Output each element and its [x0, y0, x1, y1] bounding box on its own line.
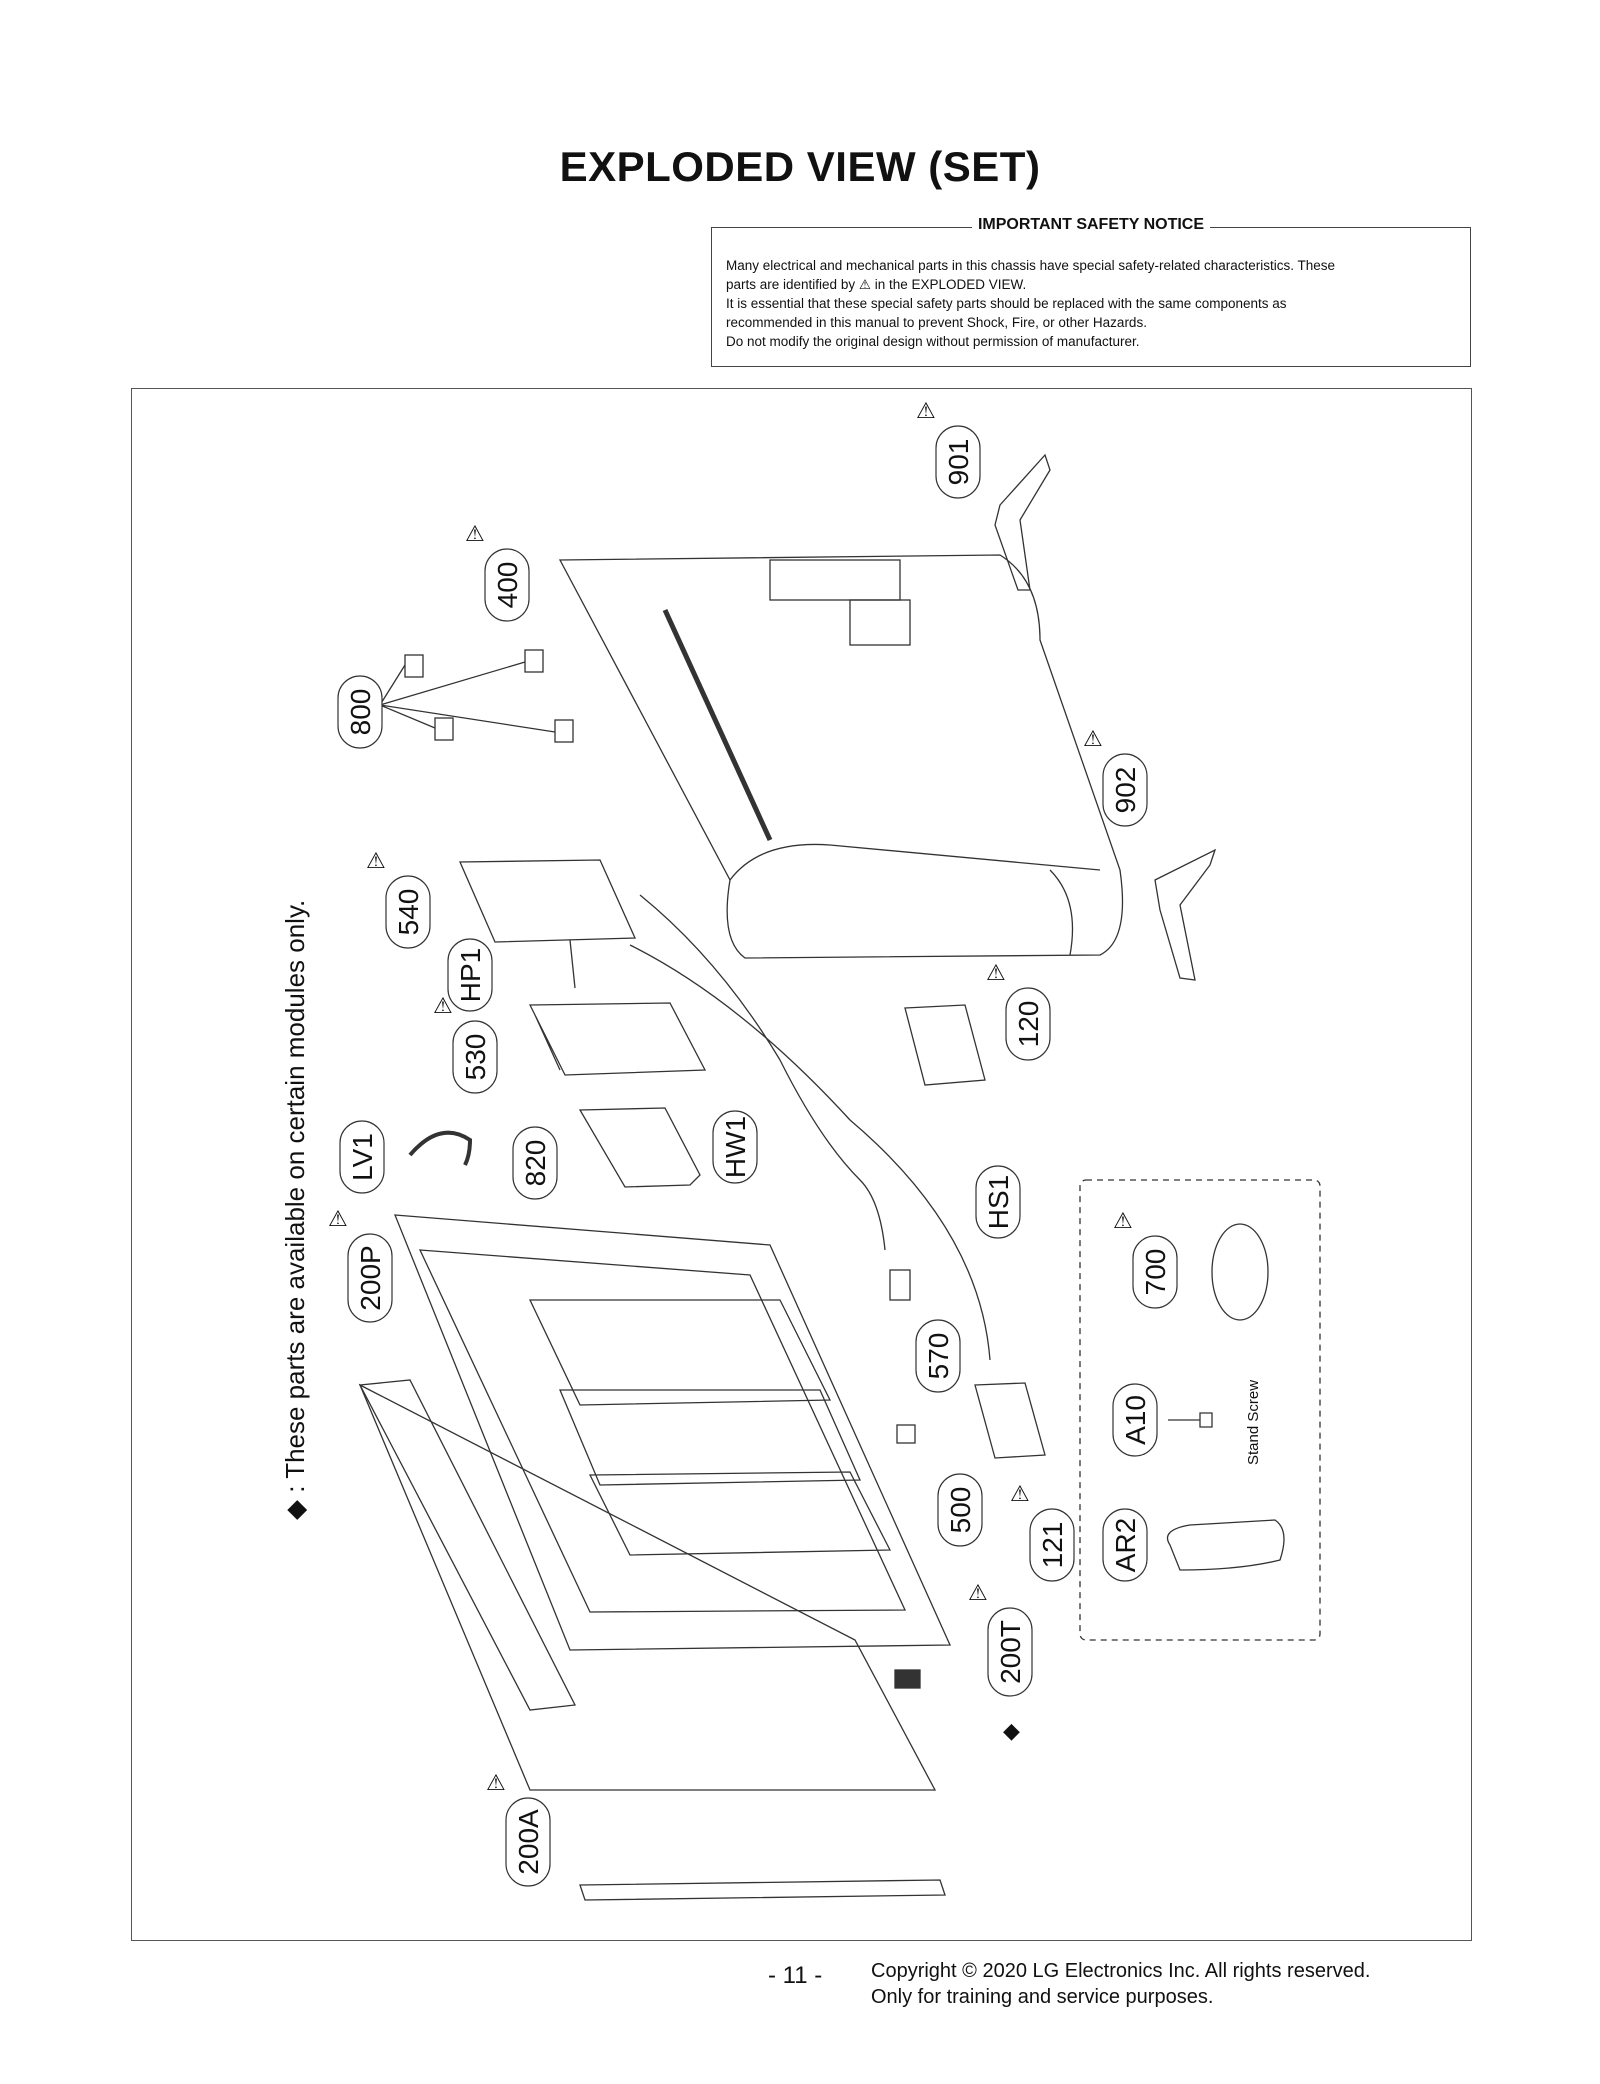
callout-400: 400 ⚠: [465, 521, 530, 622]
callout-hw1: HW1: [712, 1110, 758, 1184]
part-label: 200P: [355, 1245, 386, 1310]
speaker-bottom-drawing: [974, 1382, 1046, 1459]
warning-triangle-icon: ⚠: [1083, 726, 1103, 751]
part-label: HW1: [720, 1116, 751, 1178]
panel-drawing: [358, 1379, 577, 1711]
copyright-line-2: Only for training and service purposes.: [871, 1986, 1214, 2008]
callout-lv1: LV1: [339, 1120, 385, 1194]
stand-right-drawing: [1154, 848, 1217, 981]
part-label: 500: [945, 1487, 976, 1534]
diamond-marker-icon: ◆: [1003, 1718, 1020, 1743]
warning-triangle-icon: ⚠: [465, 521, 485, 546]
page-number: - 11 -: [768, 1962, 823, 1989]
callout-700: 700 ⚠: [1113, 1208, 1178, 1309]
callout-hs1: HS1: [975, 1165, 1021, 1239]
part-label: 120: [1013, 1001, 1044, 1048]
warning-triangle-icon: ⚠: [1010, 1481, 1030, 1506]
warning-triangle-icon: ⚠: [366, 848, 386, 873]
hw1-cable-drawing: [639, 894, 886, 1251]
warning-triangle-icon: ⚠: [986, 960, 1006, 985]
callout-200a: 200A ⚠: [486, 1770, 551, 1887]
notice-line-4: recommended in this manual to prevent Sh…: [726, 315, 1147, 330]
part-label: 400: [492, 562, 523, 609]
callout-530: 530 ⚠: [433, 993, 498, 1094]
part-label: 570: [923, 1333, 954, 1380]
part-label: 200A: [513, 1809, 544, 1875]
notice-line-1: Many electrical and mechanical parts in …: [726, 258, 1336, 273]
safety-notice-box: IMPORTANT SAFETY NOTICE Many electrical …: [711, 216, 1471, 367]
callout-200p: 200P ⚠: [328, 1206, 393, 1323]
callout-hp1: HP1: [447, 938, 493, 1012]
hp1-cable-drawing: [569, 939, 576, 989]
part-label: LV1: [347, 1133, 378, 1181]
callout-902: 902 ⚠: [1083, 726, 1148, 827]
warning-triangle-icon: ⚠: [486, 1770, 506, 1795]
part-label: 700: [1140, 1249, 1171, 1296]
remote-control-drawing: [1166, 1519, 1285, 1571]
callout-820: 820: [512, 1126, 558, 1200]
part-label: 530: [460, 1034, 491, 1081]
notice-line-2a: parts are identified by: [726, 277, 856, 292]
stand-screw-label: Stand Screw: [1245, 1380, 1262, 1465]
notice-line-5: Do not modify the original design withou…: [726, 334, 1140, 349]
warning-triangle-icon: ⚠: [968, 1580, 988, 1605]
callout-a10: A10: [1112, 1383, 1158, 1457]
panel-outline-drawing: [358, 1383, 937, 1791]
callout-121: 121 ⚠: [1010, 1481, 1075, 1582]
back-cover-drawing: [558, 554, 1124, 959]
page-title: EXPLODED VIEW (SET): [559, 143, 1041, 190]
part-label: AR2: [1110, 1518, 1141, 1572]
insulator-sheet-drawing: [578, 1107, 701, 1188]
warning-triangle-icon: ⚠: [1113, 1208, 1133, 1233]
diagram-frame: [131, 388, 1472, 1941]
callout-120: 120 ⚠: [986, 960, 1051, 1061]
part-label: 200T: [995, 1620, 1026, 1684]
callout-200t: 200T ⚠: [968, 1580, 1033, 1697]
speaker-top-drawing: [904, 1004, 986, 1086]
warning-triangle-icon: ⚠: [433, 993, 453, 1018]
main-board-drawing: [459, 859, 636, 943]
part-label: HP1: [455, 948, 486, 1002]
callout-ar2: AR2: [1102, 1508, 1148, 1582]
callout-570: 570: [915, 1319, 961, 1393]
ir-board-drawing: [889, 1269, 911, 1301]
notice-line-2: parts are identified by ⚠ in the EXPLODE…: [726, 275, 1456, 294]
power-cord-drawing: [1211, 1223, 1269, 1321]
safety-notice-body: Many electrical and mechanical parts in …: [726, 256, 1456, 351]
part-label: 820: [520, 1140, 551, 1187]
callout-901: 901 ⚠: [916, 398, 981, 499]
callout-800: 800: [337, 675, 383, 749]
copyright: Copyright © 2020 LG Electronics Inc. All…: [871, 1958, 1370, 2010]
lv1-cable-drawing: [408, 1130, 473, 1166]
warning-triangle-icon: ⚠: [328, 1206, 348, 1231]
button-board-drawing: [896, 1424, 916, 1444]
hs1-cable-drawing: [629, 944, 991, 1361]
callout-540: 540 ⚠: [366, 848, 431, 949]
side-note: ◆ : These parts are available on certain…: [280, 899, 310, 1520]
warning-triangle-icon: ⚠: [858, 277, 871, 292]
safety-notice-heading: IMPORTANT SAFETY NOTICE: [971, 216, 1211, 233]
power-board-drawing: [528, 1002, 707, 1076]
part-label: 800: [345, 689, 376, 736]
stand-left-drawing: [994, 453, 1051, 591]
part-label: 121: [1037, 1522, 1068, 1569]
part-label: A10: [1120, 1395, 1151, 1445]
wall-brackets-drawing: [379, 649, 574, 743]
bottom-bar-drawing: [579, 1879, 946, 1901]
stand-screw-drawing: [1168, 1412, 1213, 1428]
part-label: 901: [943, 439, 974, 486]
part-label: HS1: [983, 1175, 1014, 1229]
panel-label-drawing: [894, 1669, 921, 1689]
warning-triangle-icon: ⚠: [916, 398, 936, 423]
notice-line-3: It is essential that these special safet…: [726, 296, 1287, 311]
notice-line-2b: in the EXPLODED VIEW.: [874, 277, 1027, 292]
callout-500: 500: [937, 1473, 983, 1547]
part-label: 540: [393, 889, 424, 936]
accessory-box: [1079, 1179, 1321, 1641]
copyright-line-1: Copyright © 2020 LG Electronics Inc. All…: [871, 1960, 1371, 1982]
part-label: 902: [1110, 767, 1141, 814]
chassis-drawing: [394, 1214, 951, 1651]
